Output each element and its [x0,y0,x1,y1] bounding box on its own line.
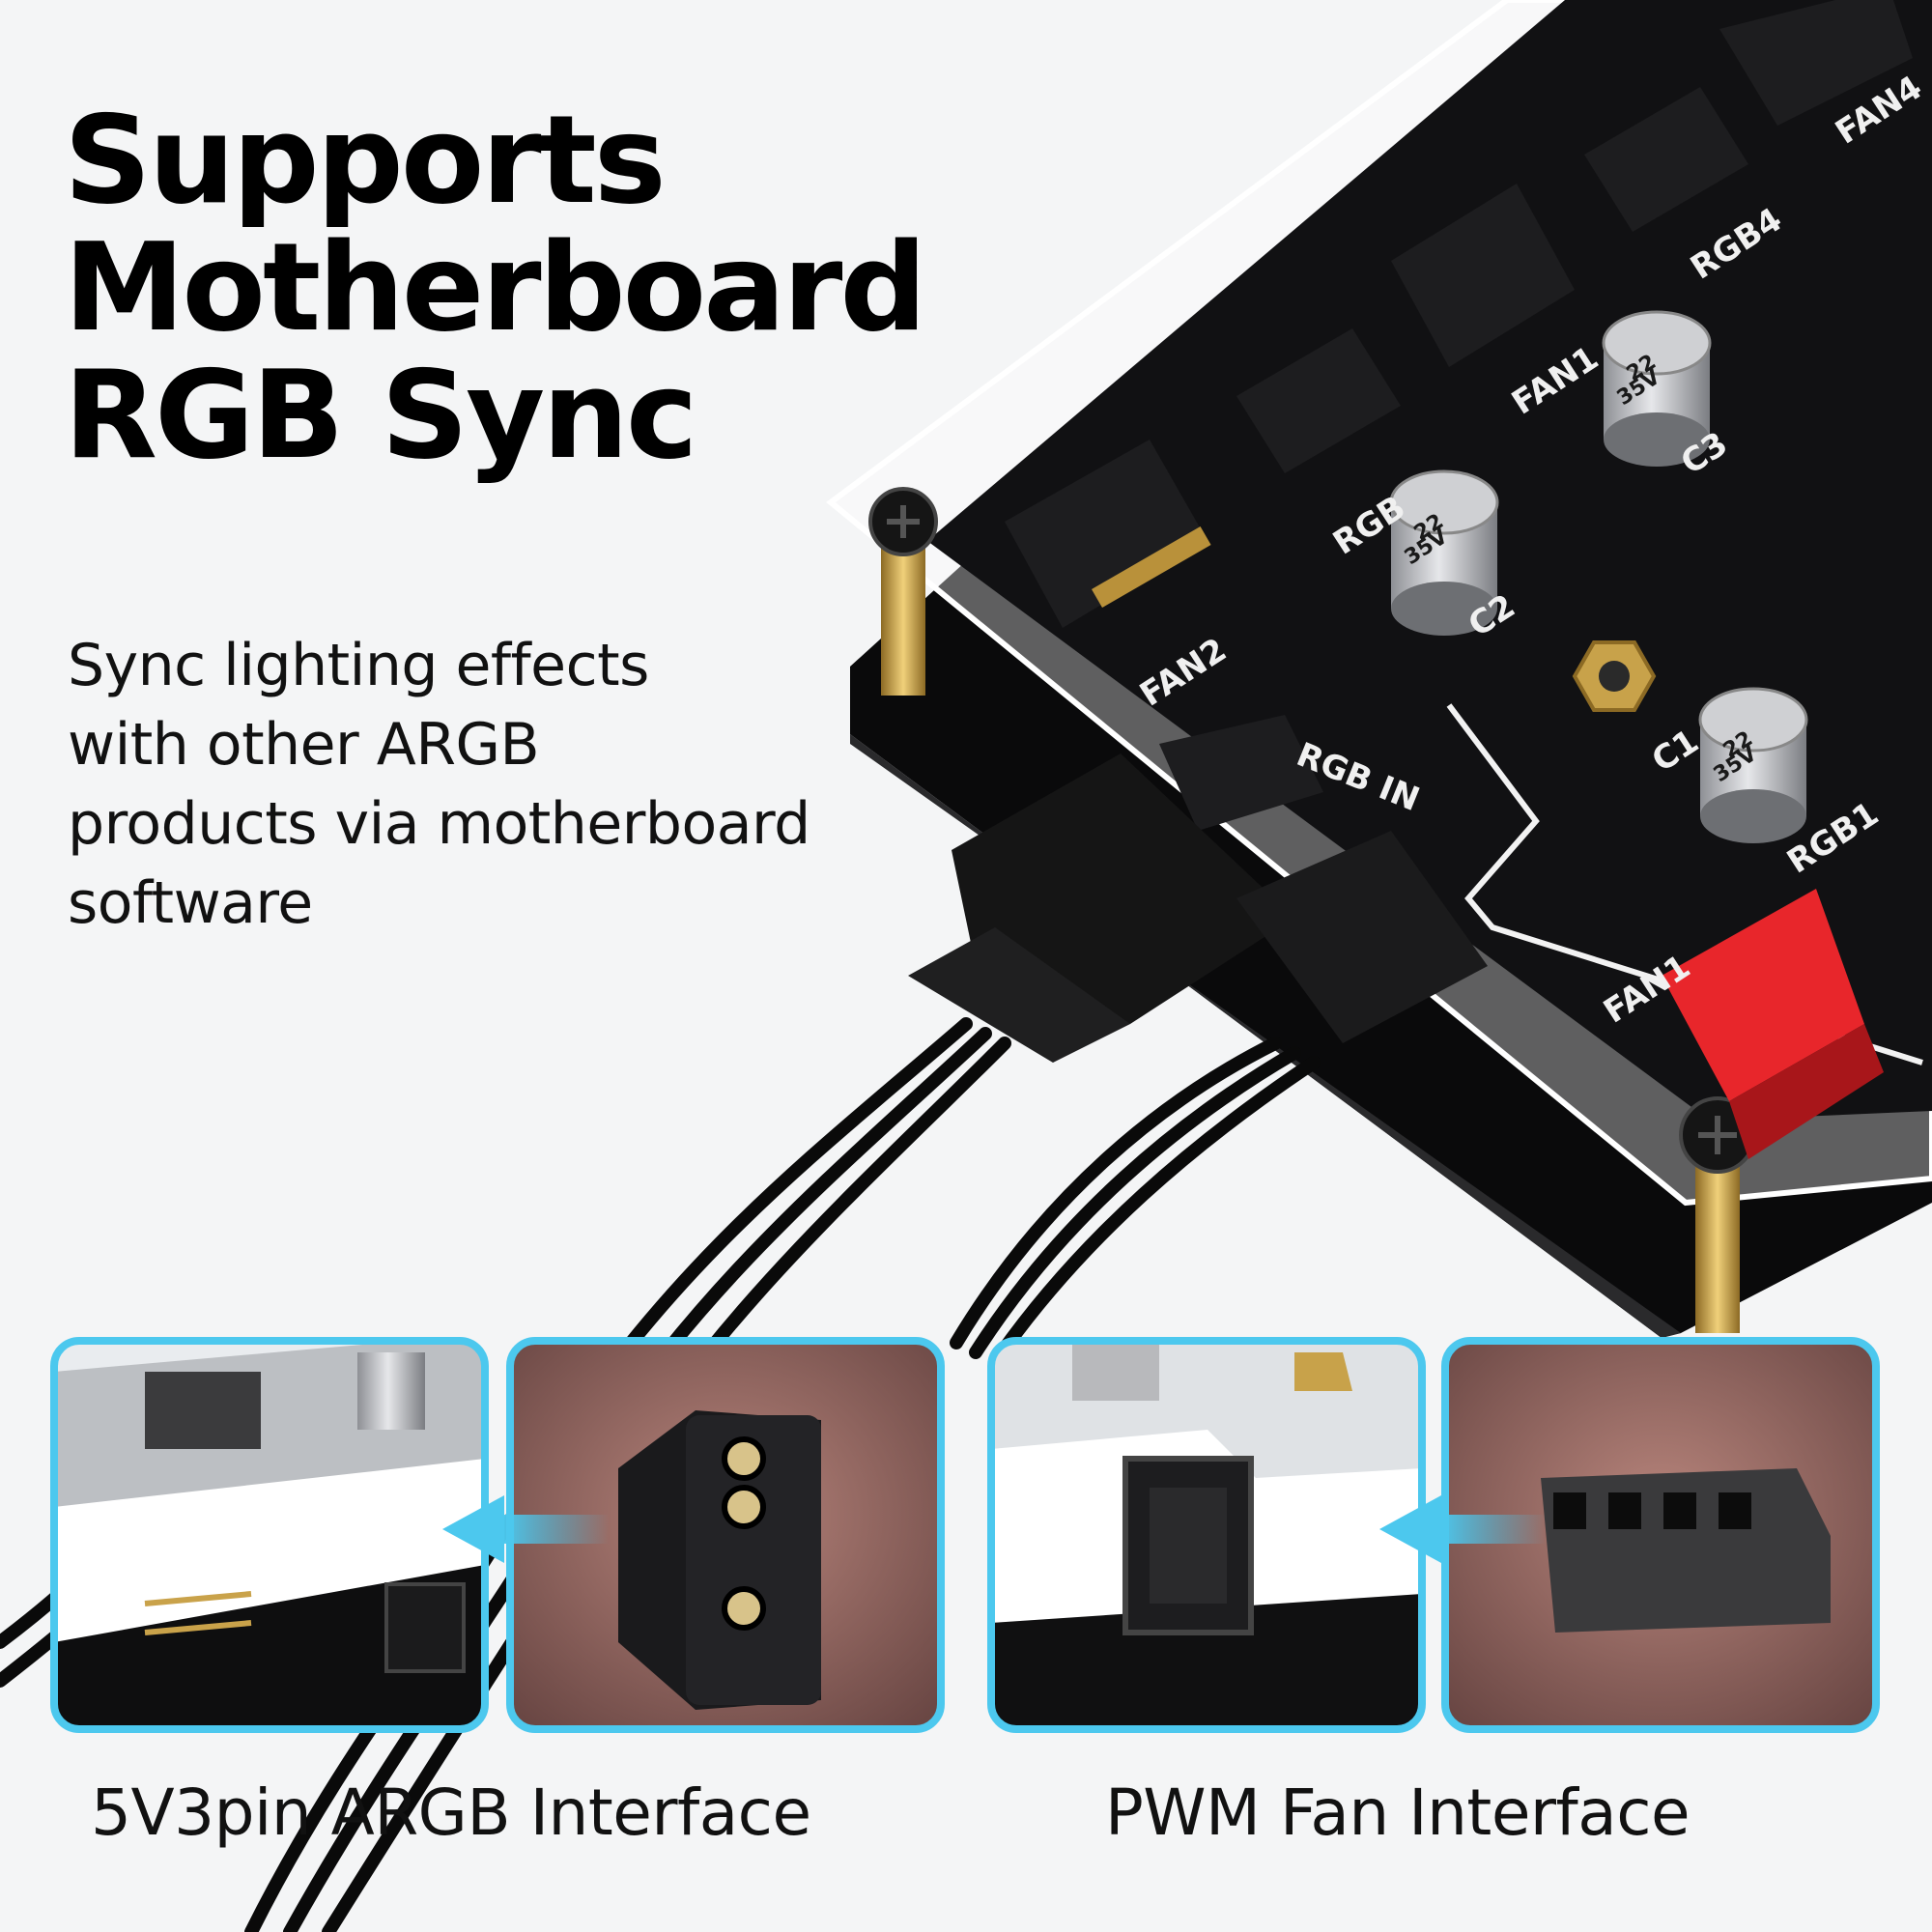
headline-line-3: RGB Sync [64,344,698,486]
argb-plug [908,753,1294,1063]
capacitor-c3 [1602,310,1712,467]
header-fan2 [1005,440,1211,628]
caption-pwm-fan-interface: PWM Fan Interface [1105,1776,1690,1850]
capacitor-c2 [1389,469,1499,636]
detail-thumb-argb-header [50,1337,489,1733]
detail-thumb-fan-header [987,1337,1426,1733]
capacitor-c1 [1698,687,1808,843]
fan-plug [1236,831,1488,1043]
standoff-left [868,487,938,696]
headline-line-2: Motherboard [64,216,927,358]
caption-argb-interface: 5V3pin ARGB Interface [91,1776,811,1850]
description-line-4: software [68,869,313,937]
standoff-right [1679,1096,1756,1333]
headline: Supports Motherboard RGB Sync [64,89,927,486]
description-line-1: Sync lighting effects [68,632,649,699]
header-fan4 [1719,0,1913,126]
headline-line-1: Supports [64,89,667,231]
header-rgb4 [1584,87,1748,232]
header-rgb-in [1159,715,1323,831]
detail-thumb-argb-plug [506,1337,945,1733]
description-line-2: with other ARGB [68,711,540,779]
header-red-connector [1662,889,1884,1159]
description-line-3: products via motherboard [68,790,810,858]
detail-thumb-fan-plug [1441,1337,1880,1733]
arrow-left-icon [442,1495,609,1563]
description: Sync lighting effects with other ARGB pr… [68,626,898,943]
header-rgb [1236,328,1401,473]
brass-nut [1572,640,1657,712]
arrow-left-icon-2 [1379,1495,1546,1563]
pcb-silk-outline [1446,703,1923,1065]
header-fan1-top [1391,184,1575,367]
bottom-plate-edge [850,734,1681,1338]
